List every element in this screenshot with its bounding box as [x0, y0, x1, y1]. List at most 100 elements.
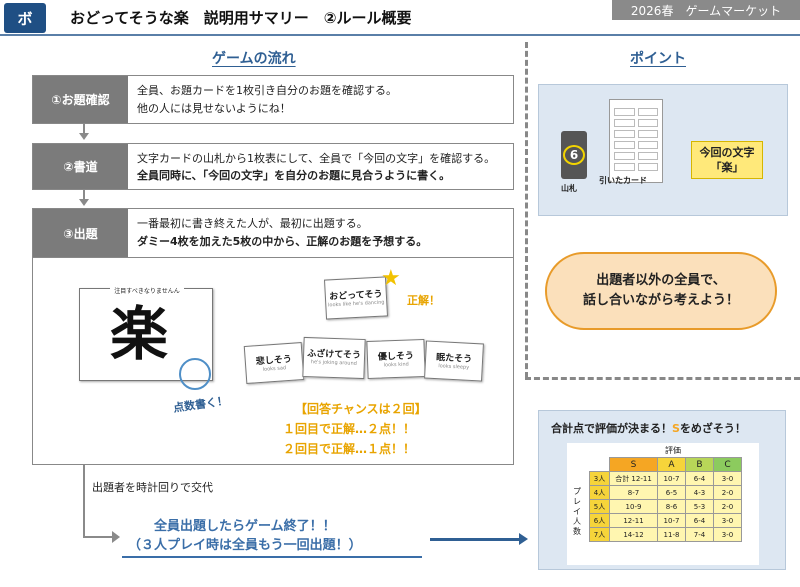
score-cell: 7-4 — [685, 527, 714, 542]
step-2-text-2: 全員同時に、「今回の文字」を自分のお題に見合うように書く。 — [137, 169, 451, 182]
score-cell: 12-11 — [609, 513, 658, 528]
step-1-label: ①お題確認 — [33, 76, 128, 123]
calligraphy-paper: 注目すべきなりませんん 楽 — [79, 286, 213, 381]
score-cell: 10-9 — [609, 499, 658, 514]
player-count-cell: 4人 — [589, 485, 610, 500]
step-3-text-2: ダミー4枚を加えた5枚の中から、正解のお題を予想する。 — [137, 235, 428, 248]
logo-text: ボ — [17, 9, 33, 28]
score-cell: 6-4 — [685, 513, 714, 528]
answer-card-en: he's joking around — [310, 359, 357, 367]
current-word-line-1: 今回の文字 — [699, 146, 755, 159]
score-cell: 3-0 — [713, 513, 742, 528]
score-panel: 合計点で評価が決まる！Sをめざそう！ 評価 プレイ人数 S A B C 3人 合… — [538, 410, 786, 570]
section-divider — [525, 42, 528, 378]
step-1-text-2: 他の人には見せないようにね！ — [137, 102, 291, 115]
table-row: 4人 8-7 6-5 4-3 2-0 — [589, 485, 742, 500]
chance-line-2: ２回目で正解…１点！！ — [283, 442, 416, 456]
rotate-note: 出題者を時計回りで交代 — [92, 481, 213, 494]
section-divider-horizontal — [525, 377, 800, 380]
rank-c-header: C — [713, 457, 742, 472]
flow-connector — [83, 190, 85, 200]
arrow-right-icon — [430, 533, 528, 545]
correct-answer-card: おどってそう looks like he's dancing — [323, 276, 389, 320]
point-heading: ポイント — [630, 51, 686, 67]
rank-s-header: S — [609, 457, 658, 472]
score-cell: 4-3 — [685, 485, 714, 500]
step-3-text-1: 一番最初に書き終えた人が、最初に出題する。 — [137, 217, 368, 230]
flow-connector — [83, 465, 85, 537]
logo-badge: ボ — [4, 3, 46, 33]
game-end-underline — [122, 556, 422, 558]
game-end-line-2: （３人プレイ時は全員もう一回出題！） — [128, 538, 362, 553]
flow-connector — [83, 536, 115, 538]
correct-mark: 正解！ — [407, 294, 440, 307]
example-play-area: 注目すべきなりませんん 楽 点数書く！ おどってそう looks like he… — [32, 257, 514, 465]
game-end-line-1: 全員出題したらゲーム終了！！ — [154, 519, 336, 534]
event-tag: 2026春 ゲームマーケット — [612, 0, 800, 20]
rank-b-header: B — [685, 457, 714, 472]
brush-note: 点数書く！ — [172, 394, 229, 415]
calligraphy-kanji: 楽 — [110, 300, 169, 368]
drawn-card-label: 引いたカード — [599, 176, 647, 185]
flow-arrow-icon — [79, 199, 89, 206]
score-title-pre: 合計点で評価が決まる！ — [551, 422, 672, 435]
chance-line-1: １回目で正解…２点！！ — [283, 422, 416, 436]
flow-arrow-icon — [79, 133, 89, 140]
player-count-cell: 6人 — [589, 513, 610, 528]
step-3-label: ③出題 — [33, 209, 128, 257]
deck-illustration: 6 — [561, 131, 587, 179]
table-row: 5人 10-9 8-6 5-3 2-0 — [589, 499, 742, 514]
current-word-line-2: 「楽」 — [710, 161, 744, 174]
point-illustration: 6 山札 引いたカード 今回の文字 「楽」 — [538, 84, 788, 216]
table-row: 6人 12-11 10-7 6-4 3-0 — [589, 513, 742, 528]
score-cell: 合計 12-11 — [609, 471, 658, 486]
flow-connector — [83, 124, 85, 134]
score-cell: 6-5 — [657, 485, 686, 500]
score-cell: 3-0 — [713, 471, 742, 486]
score-cell: 8-6 — [657, 499, 686, 514]
score-table: S A B C 3人 合計 12-11 10-7 6-4 3-0 4人 8-7 … — [589, 457, 742, 542]
step-2-box: ②書道 文字カードの山札から1枚表にして、全員で「今回の文字」を確認する。 全員… — [32, 143, 514, 190]
deck-label: 山札 — [561, 184, 577, 193]
player-count-label: プレイ人数 — [573, 487, 581, 536]
answer-card: ふざけてそう he's joking around — [302, 336, 366, 380]
callout-line-2: 話し合いながら考えよう！ — [582, 293, 739, 308]
score-cell: 14-12 — [609, 527, 658, 542]
score-cell: 11-8 — [657, 527, 686, 542]
player-count-cell: 7人 — [589, 527, 610, 542]
score-cell: 10-7 — [657, 471, 686, 486]
prompt-sheet — [609, 99, 663, 183]
table-row: 3人 合計 12-11 10-7 6-4 3-0 — [589, 471, 742, 486]
answer-card: 優しそう looks kind — [366, 338, 426, 380]
step-2-text-1: 文字カードの山札から1枚表にして、全員で「今回の文字」を確認する。 — [137, 152, 496, 165]
score-cell: 2-0 — [713, 499, 742, 514]
score-cell: 10-7 — [657, 513, 686, 528]
score-cell: 3-0 — [713, 527, 742, 542]
score-cell: 5-3 — [685, 499, 714, 514]
player-count-cell: 5人 — [589, 499, 610, 514]
current-word-box: 今回の文字 「楽」 — [691, 141, 763, 179]
score-table-card: 評価 プレイ人数 S A B C 3人 合計 12-11 10-7 6-4 3-… — [567, 443, 759, 565]
answer-card: 眠たそう looks sleepy — [424, 340, 484, 382]
score-header-row: S A B C — [590, 457, 742, 472]
score-title: 合計点で評価が決まる！Sをめざそう！ — [551, 420, 746, 436]
page-title: おどってそうな楽 説明用サマリー ②ルール概要 — [70, 9, 412, 27]
rank-a-header: A — [657, 457, 686, 472]
step-2-label: ②書道 — [33, 144, 128, 189]
deck-number: 6 — [563, 145, 585, 165]
star-icon: ★ — [381, 266, 401, 291]
callout-line-1: 出題者以外の全員で、 — [596, 273, 726, 288]
step-3-box: ③出題 一番最初に書き終えた人が、最初に出題する。 ダミー4枚を加えた5枚の中か… — [32, 208, 514, 258]
discussion-callout: 出題者以外の全員で、 話し合いながら考えよう！ — [545, 252, 777, 330]
flow-arrow-icon — [112, 531, 120, 543]
answer-card: 悲しそう looks sad — [243, 342, 305, 384]
score-title-post: をめざそう！ — [679, 422, 746, 435]
game-end-message: 全員出題したらゲーム終了！！ （３人プレイ時は全員もう一回出題！） — [128, 517, 362, 555]
score-cell: 6-4 — [685, 471, 714, 486]
rank-s-badge: S — [672, 422, 680, 435]
score-circle-highlight — [179, 358, 211, 390]
player-count-cell: 3人 — [589, 471, 610, 486]
table-row: 7人 14-12 11-8 7-4 3-0 — [589, 527, 742, 542]
flow-heading: ゲームの流れ — [212, 51, 296, 67]
chance-title: 【回答チャンスは２回】 — [295, 402, 427, 416]
